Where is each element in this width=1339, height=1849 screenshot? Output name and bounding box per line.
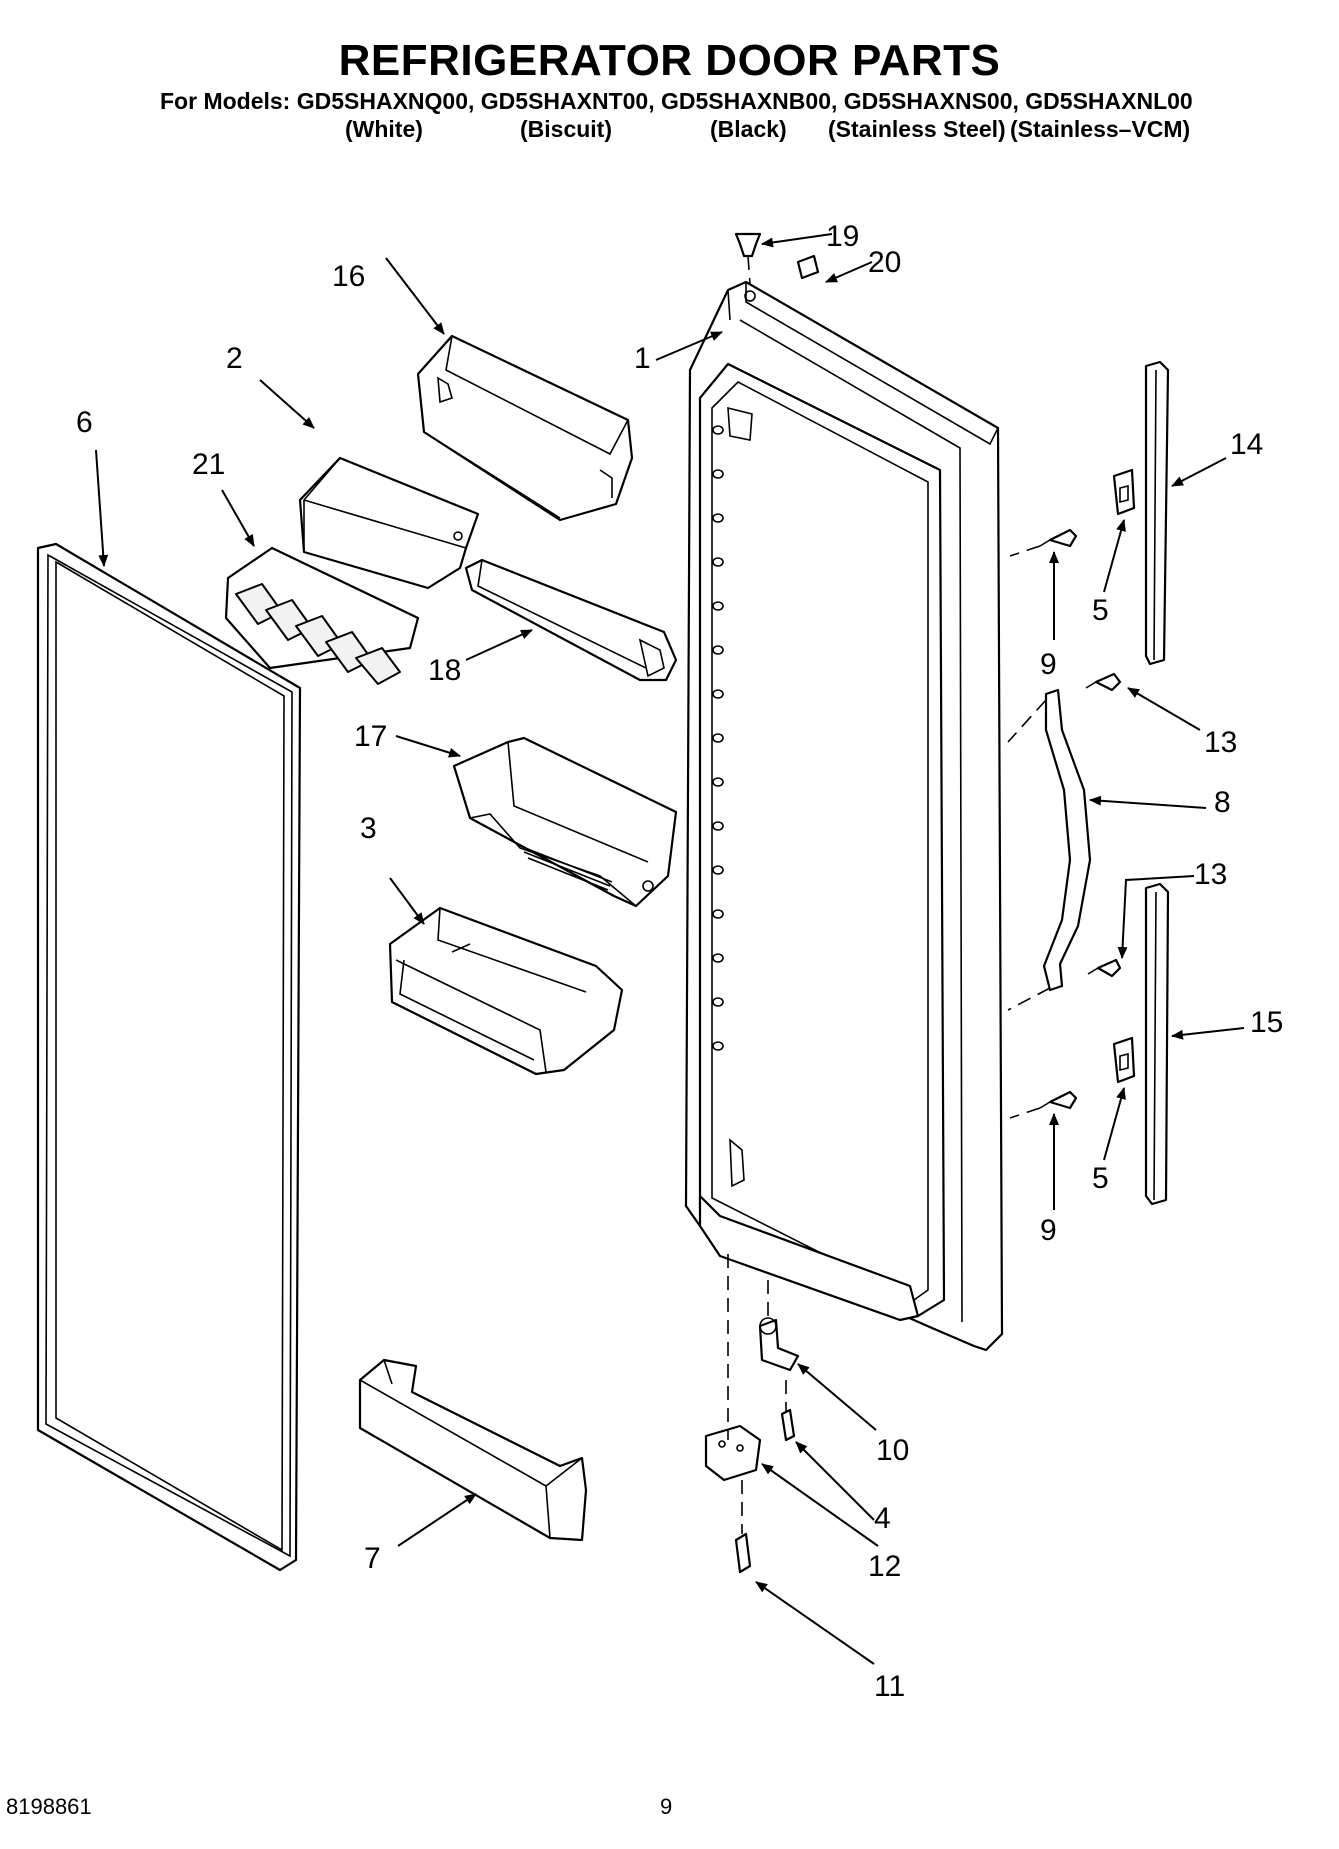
screw-part-4 [780, 1408, 796, 1442]
finish-stainless-vcm: (Stainless–VCM) [1010, 116, 1191, 142]
clip-part-5 [1112, 1036, 1136, 1084]
screw-part-9 [1039, 1090, 1078, 1110]
callout-10: 10 [876, 1434, 909, 1467]
page-number: 9 [660, 1794, 673, 1819]
clip-part-5 [1112, 468, 1136, 516]
callout-13-lower: 13 [1194, 858, 1227, 891]
callout-2: 2 [226, 342, 243, 375]
models-line: For Models: GD5SHAXNQ00, GD5SHAXNT00, GD… [160, 88, 1193, 114]
trim-strip-part-15 [1144, 882, 1170, 1206]
finish-white: (White) [345, 116, 423, 142]
callout-1: 1 [634, 342, 651, 375]
callout-11: 11 [874, 1670, 905, 1703]
screw-part-9 [1039, 528, 1078, 548]
callout-7: 7 [364, 1542, 381, 1575]
door-bin-part-3 [388, 906, 624, 1076]
bottom-bin-part-7 [358, 1358, 588, 1542]
callout-18: 18 [428, 654, 461, 687]
callout-6: 6 [76, 406, 93, 439]
hinge-plug-part-19 [734, 232, 762, 258]
callout-14: 14 [1230, 428, 1263, 461]
document-number: 8198861 [6, 1794, 92, 1819]
trim-strip-part-14 [1144, 360, 1170, 666]
screw-part-13 [1085, 672, 1122, 692]
door-handle-part-8 [1042, 688, 1092, 992]
shelf-trim-part-18 [464, 558, 678, 682]
screw-part-11 [734, 1532, 752, 1574]
callout-9-upper: 9 [1040, 648, 1057, 681]
callout-20: 20 [868, 246, 901, 279]
finish-biscuit: (Biscuit) [520, 116, 612, 142]
finish-stainless-steel: (Stainless Steel) [828, 116, 1006, 142]
callout-13-upper: 13 [1204, 726, 1237, 759]
callout-15: 15 [1250, 1006, 1283, 1039]
callout-4: 4 [874, 1502, 891, 1535]
callout-8: 8 [1214, 786, 1231, 819]
door-bin-part-17 [452, 736, 678, 908]
spacer-part-21 [224, 546, 420, 685]
hinge-bracket-part-10 [758, 1317, 800, 1372]
hinge-part-12 [704, 1424, 762, 1482]
callout-19: 19 [826, 220, 859, 253]
callout-5-upper: 5 [1092, 594, 1109, 627]
page-title: REFRIGERATOR DOOR PARTS [338, 36, 1001, 85]
label-part-20 [796, 254, 820, 280]
callout-5-lower: 5 [1092, 1162, 1109, 1195]
callout-21: 21 [192, 448, 225, 481]
dairy-door-part-2 [298, 456, 480, 590]
callout-17: 17 [354, 720, 387, 753]
callout-3: 3 [360, 812, 377, 845]
screw-part-13 [1087, 958, 1122, 978]
door-assembly-part-1 [684, 280, 1004, 1352]
dairy-compartment-part-16 [416, 334, 634, 522]
assembly-dash-lines [727, 255, 1051, 1534]
callout-labels: 1 2 3 4 5 5 6 7 8 9 9 10 11 12 13 13 14 … [76, 220, 1283, 1703]
callout-leaders [95, 233, 1245, 1665]
callout-16: 16 [332, 260, 365, 293]
callout-9-lower: 9 [1040, 1214, 1057, 1247]
callout-12: 12 [868, 1550, 901, 1583]
finish-black: (Black) [710, 116, 787, 142]
door-gasket-part-6 [36, 542, 302, 1572]
